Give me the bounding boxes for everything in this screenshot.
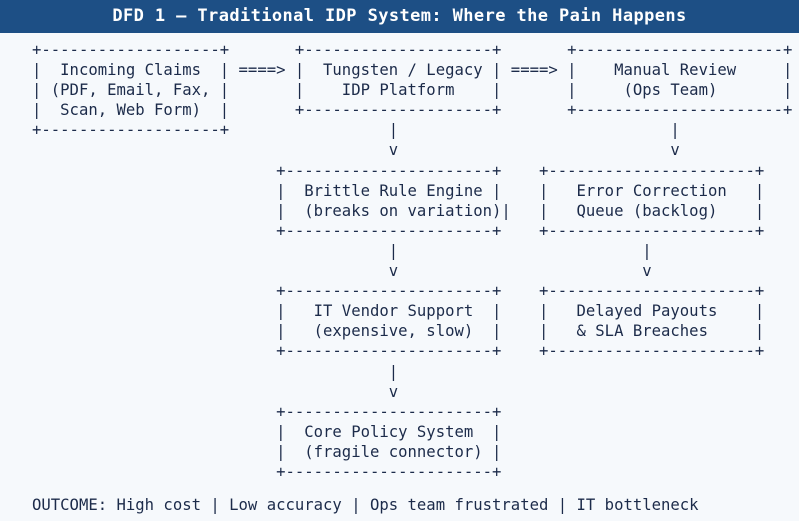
outcome-line: OUTCOME: High cost | Low accuracy | Ops … [32, 496, 699, 514]
ascii-diagram: +-------------------+ +-----------------… [32, 41, 793, 481]
title-bar: DFD 1 — Traditional IDP System: Where th… [0, 0, 799, 33]
diagram-canvas: +-------------------+ +-----------------… [0, 33, 799, 521]
page-title: DFD 1 — Traditional IDP System: Where th… [112, 6, 687, 26]
